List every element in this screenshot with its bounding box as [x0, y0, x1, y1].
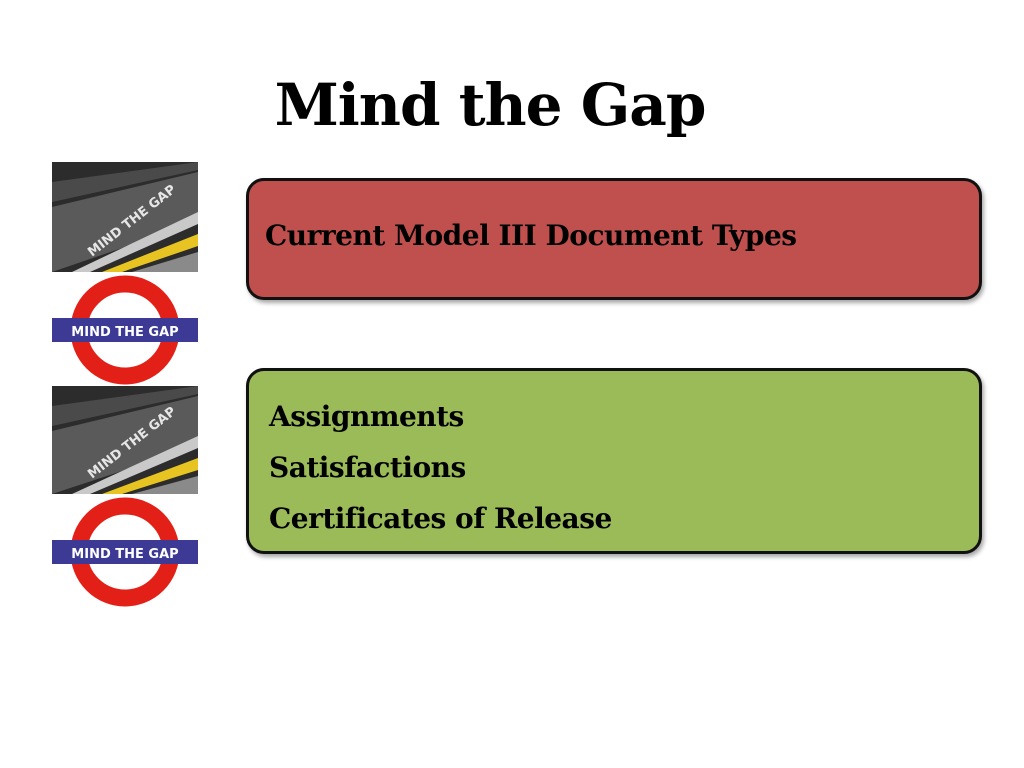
document-types-list: Assignments Satisfactions Certificates o… — [269, 391, 612, 544]
document-types-header-box: Current Model III Document Types — [246, 178, 982, 300]
document-types-heading: Current Model III Document Types — [265, 219, 797, 252]
document-types-list-box: Assignments Satisfactions Certificates o… — [246, 368, 982, 554]
platform-edge-image: MIND THE GAP — [52, 386, 198, 494]
roundel-text: MIND THE GAP — [71, 547, 178, 562]
list-item: Assignments — [269, 400, 464, 433]
slide-title: Mind the Gap — [274, 71, 707, 139]
underground-roundel-image: MIND THE GAP — [52, 274, 198, 386]
list-item: Satisfactions — [269, 451, 466, 484]
roundel-text: MIND THE GAP — [71, 325, 178, 340]
platform-edge-image: MIND THE GAP — [52, 162, 198, 272]
list-item: Certificates of Release — [269, 502, 612, 535]
underground-roundel-image: MIND THE GAP — [52, 496, 198, 608]
